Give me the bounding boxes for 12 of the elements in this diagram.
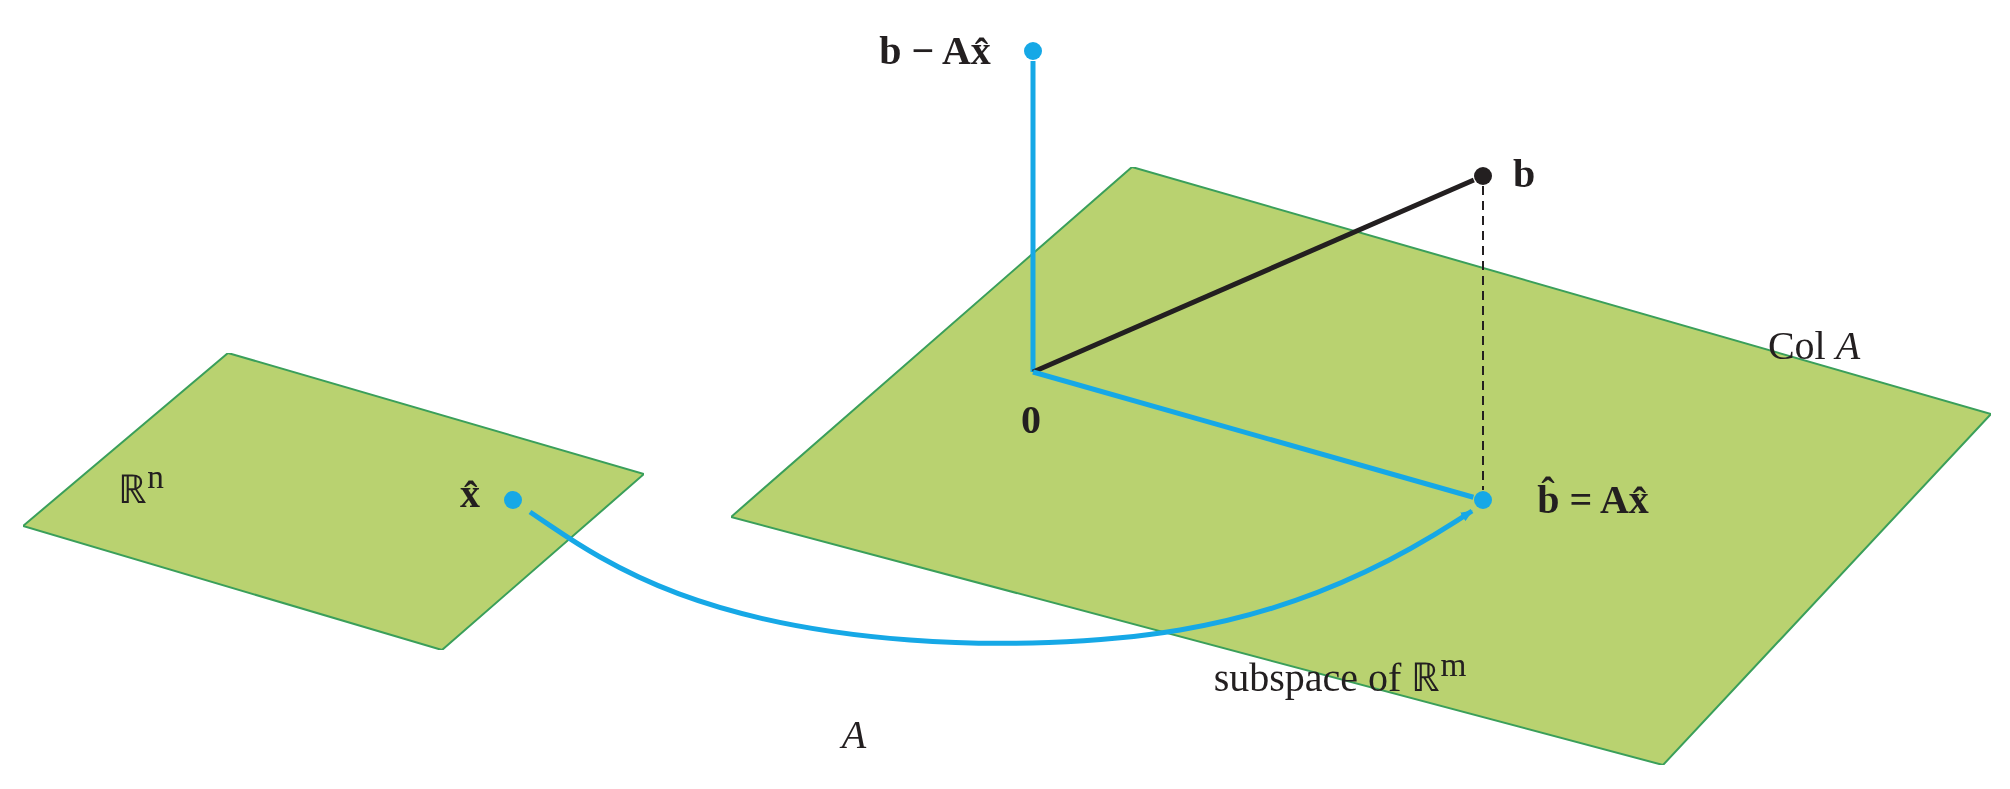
origin-label: 0 (1021, 400, 1041, 440)
point-marker (1024, 42, 1042, 60)
point-label: b (1512, 154, 1536, 194)
point-label: x̂ (460, 474, 480, 514)
point-marker (1474, 167, 1492, 185)
plane-shape (23, 353, 644, 650)
point-label: b − Ax̂ (879, 31, 991, 71)
space-label: ℝ$^{n}$ (118, 460, 164, 510)
space-label: subspace of ℝ$^{m}$ (1213, 648, 1467, 698)
projection-line (1482, 185, 1484, 491)
mapping-arrow (528, 508, 1474, 646)
space-label: Col A (1767, 326, 1861, 366)
